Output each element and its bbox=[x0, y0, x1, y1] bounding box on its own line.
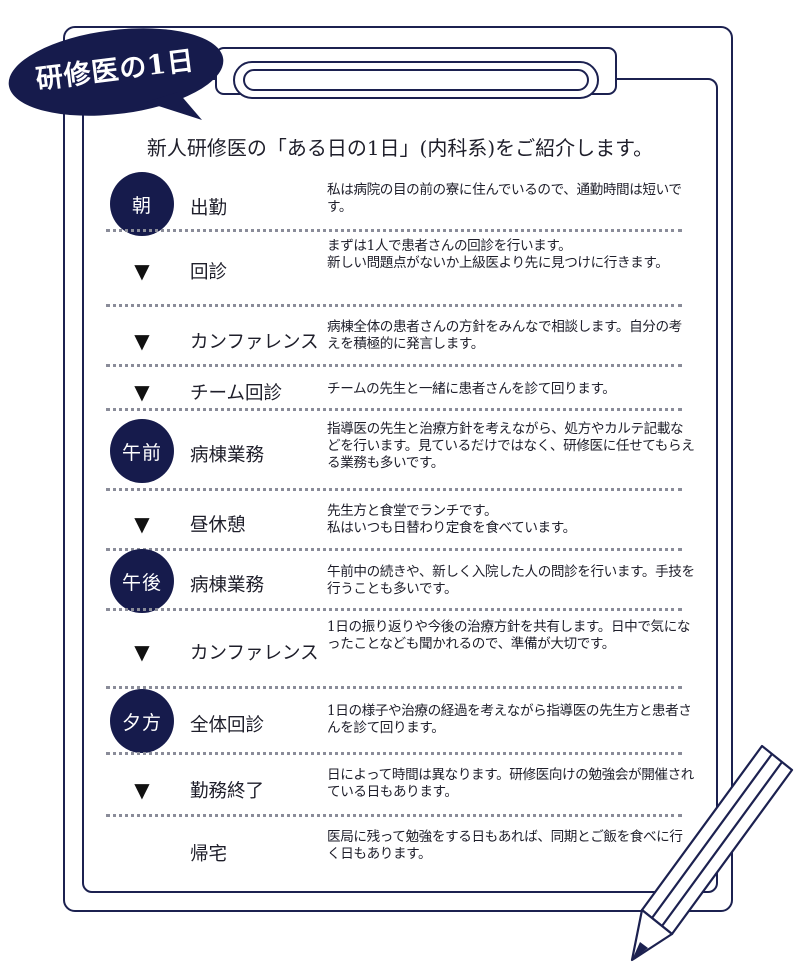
clipboard-clip-icon bbox=[215, 47, 617, 99]
schedule-row: ▼ 勤務終了 日によって時間は異なります。研修医向けの勉強会が開催されている日も… bbox=[106, 755, 696, 817]
activity-label: チーム回診 bbox=[190, 383, 282, 404]
time-badge: 朝 bbox=[110, 172, 174, 236]
dotted-divider bbox=[106, 229, 682, 232]
schedule-row: ▼ 回診 まずは1人で患者さんの回診を行います。 新しい問題点がないか上級医より… bbox=[106, 232, 696, 307]
activity-label: 全体回診 bbox=[190, 715, 265, 736]
clipboard-paper bbox=[82, 78, 718, 893]
dotted-divider bbox=[106, 608, 682, 611]
schedule-row: 帰宅 医局に残って勉強をする日もあれば、同期とご飯を食べに行く日もあります。 bbox=[106, 817, 696, 879]
down-arrow-icon: ▼ bbox=[134, 259, 150, 283]
pencil-icon bbox=[630, 744, 794, 962]
schedule-row: 午後 病棟業務 午前中の続きや、新しく入院した人の問診を行います。手技を行うこと… bbox=[106, 549, 696, 613]
activity-description: チームの先生と一緒に患者さんを診て回ります。 bbox=[327, 381, 616, 397]
time-badge: 夕方 bbox=[110, 689, 174, 753]
activity-label: 出勤 bbox=[190, 198, 228, 219]
schedule-row: 午前 病棟業務 指導医の先生と治療方針を考えながら、処方やカルテ記載などを行いま… bbox=[106, 411, 696, 491]
schedule-row: ▼ カンファレンス 1日の振り返りや今後の治療方針を共有します。日中で気になった… bbox=[106, 611, 696, 689]
dotted-divider bbox=[106, 408, 682, 411]
dotted-divider bbox=[106, 488, 682, 491]
activity-description: 医局に残って勉強をする日もあれば、同期とご飯を食べに行く日もあります。 bbox=[327, 829, 683, 862]
activity-description: 1日の振り返りや今後の治療方針を共有します。日中で気になったことなども聞かれるの… bbox=[327, 619, 691, 652]
activity-label: カンファレンス bbox=[190, 332, 319, 353]
dotted-divider bbox=[106, 304, 682, 307]
activity-label: 回診 bbox=[190, 262, 228, 283]
schedule-row: ▼ 昼休憩 先生方と食堂でランチです。 私はいつも日替わり定食を食べています。 bbox=[106, 491, 696, 551]
activity-description: 午前中の続きや、新しく入院した人の問診を行います。手技を行うことも多いです。 bbox=[327, 564, 695, 597]
dotted-divider bbox=[106, 686, 682, 689]
activity-label: 帰宅 bbox=[190, 844, 228, 865]
intro-text: 新人研修医の「ある日の1日」(内科系)をご紹介します。 bbox=[146, 136, 654, 160]
dotted-divider bbox=[106, 814, 682, 817]
schedule-row: ▼ カンファレンス 病棟全体の患者さんの方針をみんなで相談します。自分の考えを積… bbox=[106, 307, 696, 367]
activity-label: 昼休憩 bbox=[190, 515, 246, 536]
activity-description: 私は病院の目の前の寮に住んでいるので、通勤時間は短いです。 bbox=[327, 182, 682, 215]
activity-description: 1日の様子や治療の経過を考えながら指導医の先生方と患者さんを診て回ります。 bbox=[327, 703, 692, 736]
activity-label: 病棟業務 bbox=[190, 575, 265, 596]
activity-description: 先生方と食堂でランチです。 私はいつも日替わり定食を食べています。 bbox=[327, 503, 576, 536]
schedule-row: 朝 出勤 私は病院の目の前の寮に住んでいるので、通勤時間は短いです。 bbox=[106, 172, 696, 236]
schedule-row: ▼ チーム回診 チームの先生と一緒に患者さんを診て回ります。 bbox=[106, 367, 696, 411]
activity-description: 指導医の先生と治療方針を考えながら、処方やカルテ記載などを行います。見ているだけ… bbox=[327, 421, 695, 471]
down-arrow-icon: ▼ bbox=[134, 329, 150, 353]
dotted-divider bbox=[106, 752, 682, 755]
activity-label: 病棟業務 bbox=[190, 445, 265, 466]
dotted-divider bbox=[106, 364, 682, 367]
schedule-row: 夕方 全体回診 1日の様子や治療の経過を考えながら指導医の先生方と患者さんを診て… bbox=[106, 689, 696, 755]
down-arrow-icon: ▼ bbox=[134, 778, 150, 802]
activity-label: カンファレンス bbox=[190, 643, 319, 664]
activity-description: 日によって時間は異なります。研修医向けの勉強会が開催されている日もあります。 bbox=[327, 767, 694, 800]
time-badge: 午前 bbox=[110, 419, 174, 483]
down-arrow-icon: ▼ bbox=[134, 640, 150, 664]
down-arrow-icon: ▼ bbox=[134, 512, 150, 536]
time-badge: 午後 bbox=[110, 549, 174, 613]
activity-description: 病棟全体の患者さんの方針をみんなで相談します。自分の考えを積極的に発言します。 bbox=[327, 319, 682, 352]
dotted-divider bbox=[106, 548, 682, 551]
down-arrow-icon: ▼ bbox=[134, 380, 150, 404]
speech-bubble-icon bbox=[8, 28, 224, 120]
activity-label: 勤務終了 bbox=[190, 781, 265, 802]
activity-description: まずは1人で患者さんの回診を行います。 新しい問題点がないか上級医より先に見つけ… bbox=[327, 238, 669, 271]
